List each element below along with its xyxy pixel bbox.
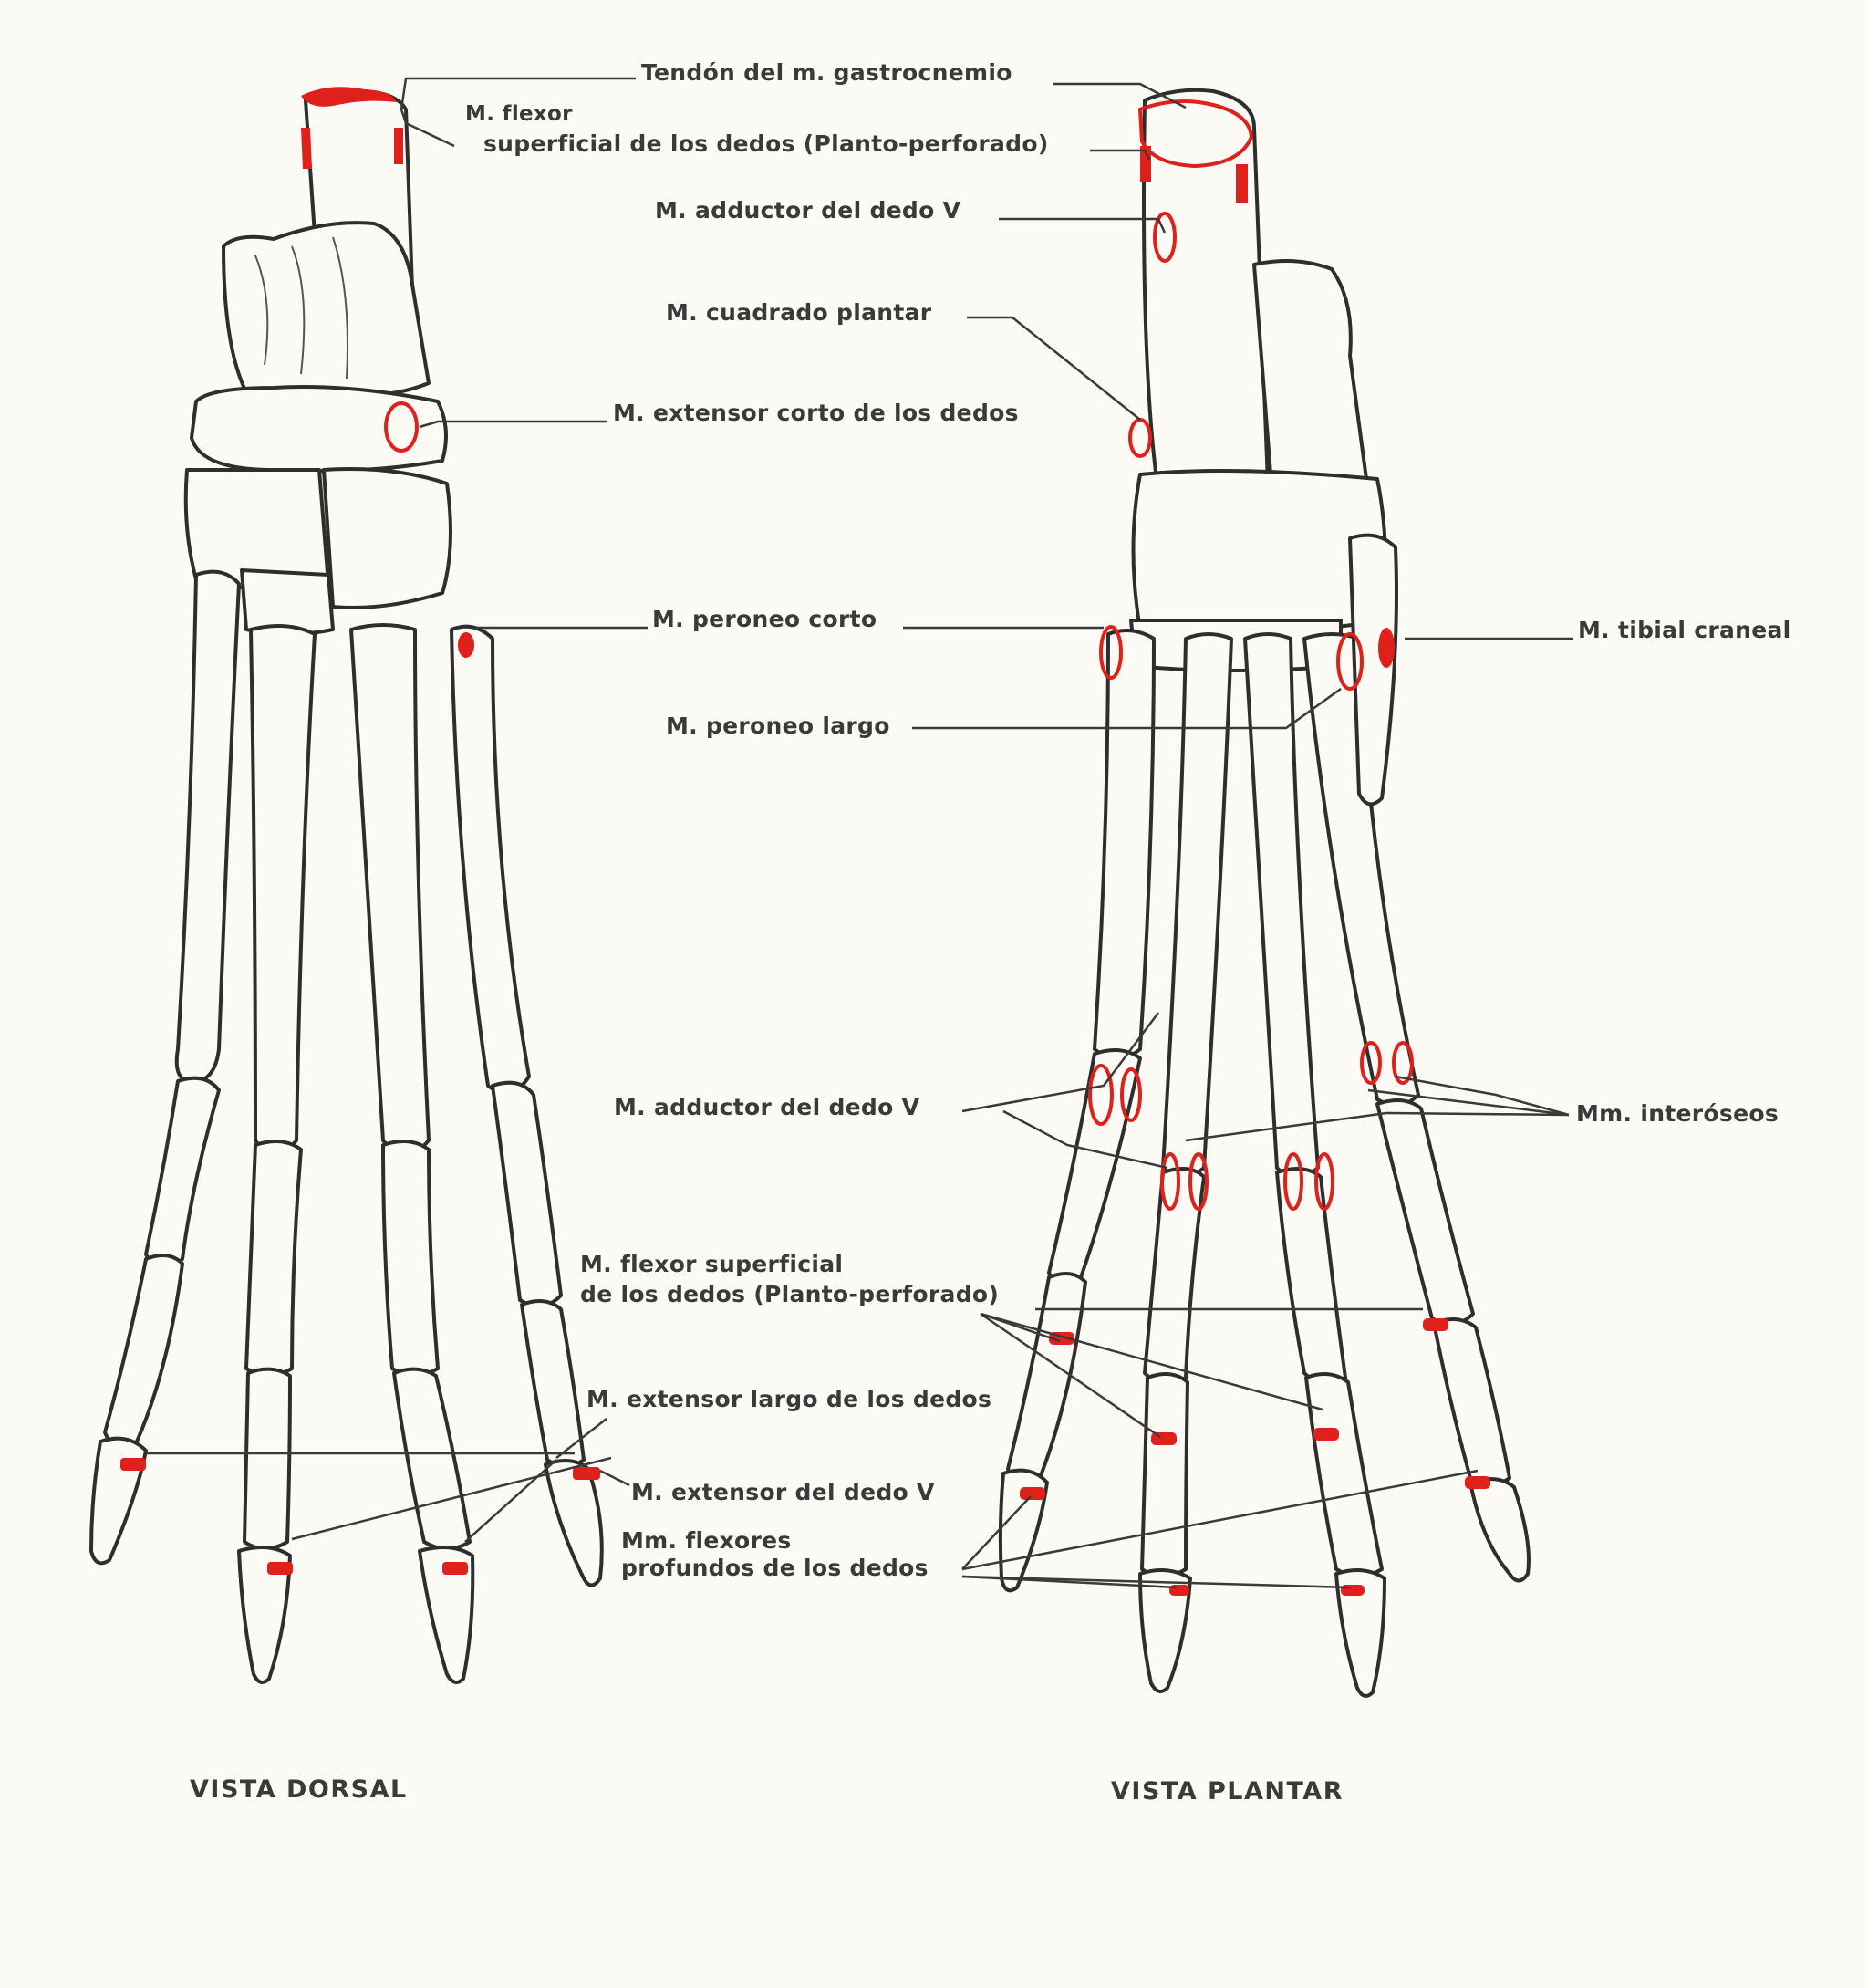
label-tibial-craneal: M. tibial craneal [1578, 617, 1791, 643]
plantar-claw-3 [1138, 1568, 1192, 1693]
plantar-insertion-peroneo-corto [1099, 625, 1123, 680]
plantar-phalanx-prox-5 [1375, 1098, 1475, 1327]
plantar-insertion-peroneo-largo [1336, 632, 1364, 691]
label-adductor-top: M. adductor del dedo V [655, 197, 961, 224]
plantar-phalanx-mid-5 [1432, 1317, 1511, 1487]
dorsal-phalanx-mid-3 [243, 1367, 292, 1551]
plantar-insertion-flexor-mid [1049, 1318, 1448, 1445]
plantar-phalanx-prox-2 [1047, 1048, 1142, 1285]
plantar-insertion-flexor-sup [1140, 146, 1248, 203]
plantar-calcaneus [1142, 88, 1270, 498]
dorsal-phalanx-prox-5 [491, 1080, 563, 1308]
dorsal-talus [222, 221, 431, 398]
plantar-phalanx-mid-3 [1140, 1372, 1189, 1578]
dorsal-claw-4 [418, 1546, 475, 1684]
plantar-tarsal-row1 [1131, 469, 1387, 635]
dorsal-metatarsal-5 [450, 624, 531, 1095]
dorsal-phalanx-mid-4 [392, 1367, 472, 1551]
label-tendon-gastrocnemio: Tendón del m. gastrocnemio [641, 59, 1012, 86]
dorsal-tarsal-row2b [322, 467, 452, 609]
label-adductor-mid: M. adductor del dedo V [614, 1094, 920, 1120]
dorsal-metatarsal-3 [249, 624, 317, 1156]
dorsal-phalanx-prox-4 [381, 1140, 440, 1378]
label-flexores-prof-1: Mm. flexores [621, 1527, 792, 1554]
dorsal-insertion-claw-3 [267, 1562, 293, 1575]
label-extensor-dedo-v: M. extensor del dedo V [631, 1479, 935, 1505]
plantar-metatarsal-3 [1161, 632, 1233, 1179]
label-peroneo-corto: M. peroneo corto [652, 606, 877, 632]
plantar-insertion-adductor [1153, 212, 1177, 263]
label-flexor-sup-mid-1: M. flexor superficial [580, 1251, 844, 1277]
plantar-insertion-gastrocnemio [1137, 99, 1254, 169]
dorsal-metatarsal-2 [174, 569, 241, 1084]
plantar-phalanx-prox-4 [1275, 1167, 1347, 1386]
label-peroneo-largo: M. peroneo largo [666, 713, 890, 739]
dorsal-phalanx-mid-2 [103, 1254, 184, 1449]
dorsal-phalanx-prox-3 [244, 1140, 303, 1378]
dorsal-claw-2 [89, 1436, 148, 1566]
dorsal-insertion-claw-4 [442, 1562, 468, 1575]
plantar-phalanx-mid-4 [1304, 1372, 1384, 1578]
plantar-insertion-flexores-prof [1020, 1476, 1490, 1596]
plantar-metatarsal-2 [1093, 629, 1156, 1060]
caption-vista-plantar: VISTA PLANTAR [1111, 1777, 1344, 1806]
dorsal-claw-3 [237, 1546, 292, 1684]
dorsal-insertion-claw-2 [120, 1458, 146, 1471]
plantar-insertion-tibial [1378, 628, 1395, 668]
plantar-view [998, 88, 1531, 1698]
label-flexor-sup-top-2: superficial de los dedos (Planto-perfora… [483, 130, 1049, 157]
plantar-claw-4 [1334, 1568, 1386, 1698]
plantar-insertion-cuadrado [1128, 418, 1152, 458]
dorsal-phalanx-prox-2 [144, 1076, 221, 1269]
dorsal-insertion-peroneo-corto [458, 632, 474, 658]
dorsal-view [89, 87, 604, 1684]
label-flexor-sup-mid-2: de los dedos (Planto-perforado) [580, 1281, 1000, 1307]
dorsal-phalanx-mid-5 [520, 1299, 586, 1469]
plantar-claw-5 [1468, 1477, 1531, 1583]
dorsal-insertion-gastrocnemio [301, 87, 397, 107]
plantar-metatarsal-4 [1243, 632, 1320, 1179]
label-interoseos: Mm. interóseos [1576, 1100, 1779, 1127]
plantar-insertion-interoseos [1088, 1041, 1414, 1211]
dorsal-metatarsal-4 [349, 623, 431, 1156]
plantar-side-bone [1348, 533, 1398, 807]
plantar-phalanx-prox-3 [1143, 1167, 1206, 1386]
label-extensor-corto: M. extensor corto de los dedos [613, 400, 1019, 426]
label-cuadrado-plantar: M. cuadrado plantar [666, 299, 932, 326]
caption-vista-dorsal: VISTA DORSAL [190, 1775, 408, 1804]
dorsal-tarsal-row1 [190, 385, 448, 474]
label-flexores-prof-2: profundos de los dedos [621, 1555, 929, 1581]
dorsal-insertion-extensor-corto [384, 401, 419, 453]
dorsal-insertion-claw-5 [573, 1467, 600, 1480]
dorsal-insertion-flexor-sup [301, 128, 403, 169]
leader-lines [146, 77, 1573, 1589]
plantar-talus [1252, 259, 1370, 505]
label-extensor-largo: M. extensor largo de los dedos [586, 1386, 992, 1412]
label-flexor-sup-top-1: M. flexor [465, 102, 573, 126]
